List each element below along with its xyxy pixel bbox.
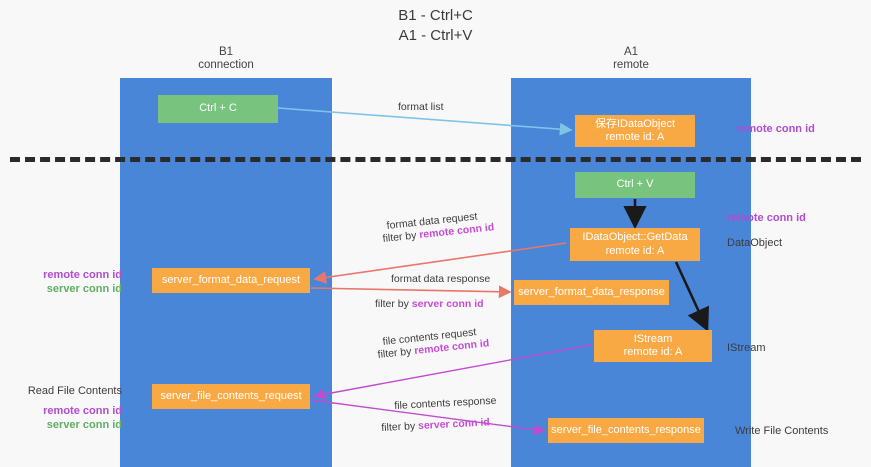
label-format-list: format list [398,101,444,113]
annotation-remote-conn-id-top: remote conn id [736,122,815,136]
annotation-text: DataObject [727,237,783,249]
annotation-text: remote conn id [736,123,815,135]
node-ctrl-v[interactable]: Ctrl + V [575,172,695,198]
annotation-write-file-contents: Write File Contents [735,424,828,438]
annotation-text: remote conn id [727,212,806,224]
annotation-dataobject: DataObject [727,236,782,250]
filter-prefix: filter by [381,420,419,434]
filter-prefix: filter by [375,298,412,310]
label-format-data-response: format data response [391,273,491,285]
lane-header-b1: B1 connection [198,46,254,71]
annotation-remote-conn-id: remote conn id [43,405,122,417]
label-format-data-response-filter: filter by server conn id [375,297,484,311]
annotation-istream: IStream [727,341,766,355]
node-istream[interactable]: IStream remote id: A [594,330,712,362]
annotation-read-file-contents-text: Read File Contents [27,385,122,397]
annotation-server-conn-id: server conn id [46,283,122,295]
lane-header-a1: A1 remote [613,46,649,71]
annotation-text: IStream [727,342,766,354]
annotation-text: Write File Contents [735,425,829,437]
annotation-conn-ids-format: remote conn id server conn id [18,268,122,296]
node-server-format-data-response[interactable]: server_format_data_response [514,280,669,305]
annotation-remote-conn-id-getdata: remote conn id [727,211,806,225]
node-idataobject[interactable]: 保存IDataObject remote id: A [575,115,695,147]
annotation-server-conn-id: server conn id [46,419,122,431]
node-ctrl-c[interactable]: Ctrl + C [158,95,278,123]
annotation-read-file-contents: Read File Contents remote conn id server… [18,384,122,432]
filter-key: server conn id [411,298,484,310]
annotation-remote-conn-id: remote conn id [43,269,122,281]
filter-prefix: filter by [382,229,420,245]
diagram-title: B1 - Ctrl+C A1 - Ctrl+V [398,7,473,44]
node-server-format-data-request[interactable]: server_format_data_request [152,268,310,293]
node-server-file-contents-response[interactable]: server_file_contents_response [548,418,704,443]
filter-key: server conn id [417,416,491,433]
node-idataobject-getdata[interactable]: IDataObject::GetData remote id: A [570,228,700,261]
node-server-file-contents-request[interactable]: server_file_contents_request [152,384,310,409]
label-file-contents-response-filter: filter by server conn id [381,415,490,435]
label-file-contents-response: file contents response [394,394,497,412]
filter-prefix: filter by [377,345,415,361]
phase-divider [10,157,861,162]
arrow-format-data-response [310,285,512,299]
